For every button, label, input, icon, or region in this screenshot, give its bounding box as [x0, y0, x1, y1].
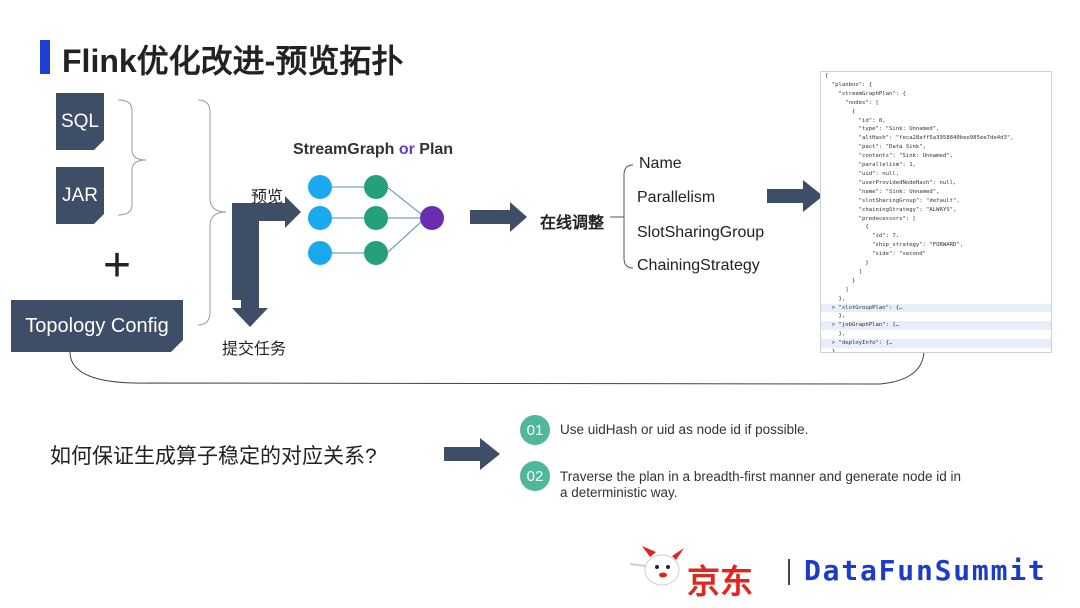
json-line: "userProvidedNodeHash": null,: [825, 179, 957, 186]
property-chaining-strategy: ChainingStrategy: [637, 257, 760, 274]
tip-text-2: Traverse the plan in a breadth-first man…: [560, 469, 961, 500]
json-line: "nodes": [: [825, 99, 879, 106]
json-line: "pact": "Data Sink",: [825, 144, 927, 151]
json-line: "name": "Sink: Unnamed",: [825, 188, 940, 195]
property-parallelism: Parallelism: [637, 189, 716, 206]
graph-node: [308, 206, 332, 230]
inner-brace: [117, 99, 147, 216]
json-line[interactable]: > "slotGroupPlan": {…: [821, 303, 1051, 313]
json-line: "parallelism": 1,: [825, 162, 916, 169]
topology-box-corner: [171, 340, 183, 352]
json-line: {: [825, 73, 829, 79]
json-line: "side": "second": [825, 251, 927, 258]
streamgraph-title: StreamGraph or Plan: [293, 141, 453, 159]
page-title: Flink优化改进-预览拓扑: [62, 43, 404, 79]
footer-divider: [788, 559, 790, 585]
property-name: Name: [639, 155, 682, 172]
graph-node: [420, 206, 444, 230]
graph-node: [364, 241, 388, 265]
json-line: {: [825, 108, 856, 115]
graph-node: [364, 206, 388, 230]
submit-arrow: [232, 212, 268, 327]
outer-brace: [197, 99, 227, 326]
tip-text-1: Use uidHash or uid as node id if possibl…: [560, 422, 809, 437]
graph-edges: [331, 186, 422, 254]
json-line: "uid": null,: [825, 170, 900, 177]
tip-badge-2: 02: [520, 461, 550, 491]
json-line: "chainingStrategy": "ALWAYS",: [825, 206, 957, 213]
plan-json-panel: { "planbox": { "streamGraphPlan": { "nod…: [820, 71, 1052, 353]
jd-logo-text: 京东: [687, 563, 753, 600]
json-line: "altHash": "feca28aff5a3958840bee985ee7d…: [825, 135, 1014, 142]
json-line[interactable]: > "deployInfo": {…: [821, 339, 1051, 349]
json-line: "ship_strategy": "FORWARD",: [825, 242, 964, 249]
json-line: {: [825, 224, 869, 231]
topology-config-box: Topology Config: [11, 300, 183, 352]
online-adjust-label: 在线调整: [540, 215, 605, 232]
jar-box-corner: [94, 214, 104, 224]
json-line: "type": "Sink: Unnamed",: [825, 126, 940, 133]
tip-badge-1: 01: [520, 415, 550, 445]
json-line: },: [825, 313, 846, 320]
json-line: "contents": "Sink: Unnamed",: [825, 153, 953, 160]
datafunsummit-logo-text: DataFunSummit: [804, 554, 1047, 587]
property-slot-sharing-group: SlotSharingGroup: [637, 224, 765, 241]
to-json-arrow: [767, 180, 823, 212]
json-line: }: [825, 260, 869, 267]
submit-task-label: 提交任务: [222, 341, 287, 358]
json-line: },: [825, 295, 846, 302]
preview-label: 预览: [251, 189, 284, 206]
json-line: "id": 0,: [825, 117, 886, 124]
streamgraph-title-or: or: [394, 141, 420, 158]
plus-sign: +: [103, 239, 132, 292]
json-line[interactable]: > "jobGraphPlan": {…: [821, 321, 1051, 331]
sql-box-corner: [94, 140, 104, 150]
jd-dog-mascot-icon: [629, 546, 684, 586]
json-line: "streamGraphPlan": {: [825, 90, 906, 97]
json-line: ]: [825, 268, 863, 275]
json-line: }: [825, 349, 836, 353]
json-line: }: [825, 277, 856, 284]
json-line: "predecessors": [: [825, 215, 916, 222]
streamgraph-title-b: Plan: [419, 141, 454, 158]
graph-node: [364, 175, 388, 199]
loop-back-curve: [69, 351, 925, 385]
adjust-arrow: [470, 202, 527, 232]
title-accent-bar: [40, 40, 50, 74]
json-line: "id": 7,: [825, 233, 900, 240]
graph-node: [308, 175, 332, 199]
json-line: "slotSharingGroup": "default",: [825, 197, 960, 204]
json-line: ]: [825, 286, 849, 293]
properties-bracket: [623, 164, 634, 269]
json-line: "planbox": {: [825, 81, 873, 88]
json-line: },: [825, 331, 846, 338]
question-arrow: [444, 438, 500, 470]
stability-question: 如何保证生成算子稳定的对应关系?: [50, 445, 377, 468]
streamgraph-title-a: StreamGraph: [293, 141, 395, 158]
graph-node: [308, 241, 332, 265]
